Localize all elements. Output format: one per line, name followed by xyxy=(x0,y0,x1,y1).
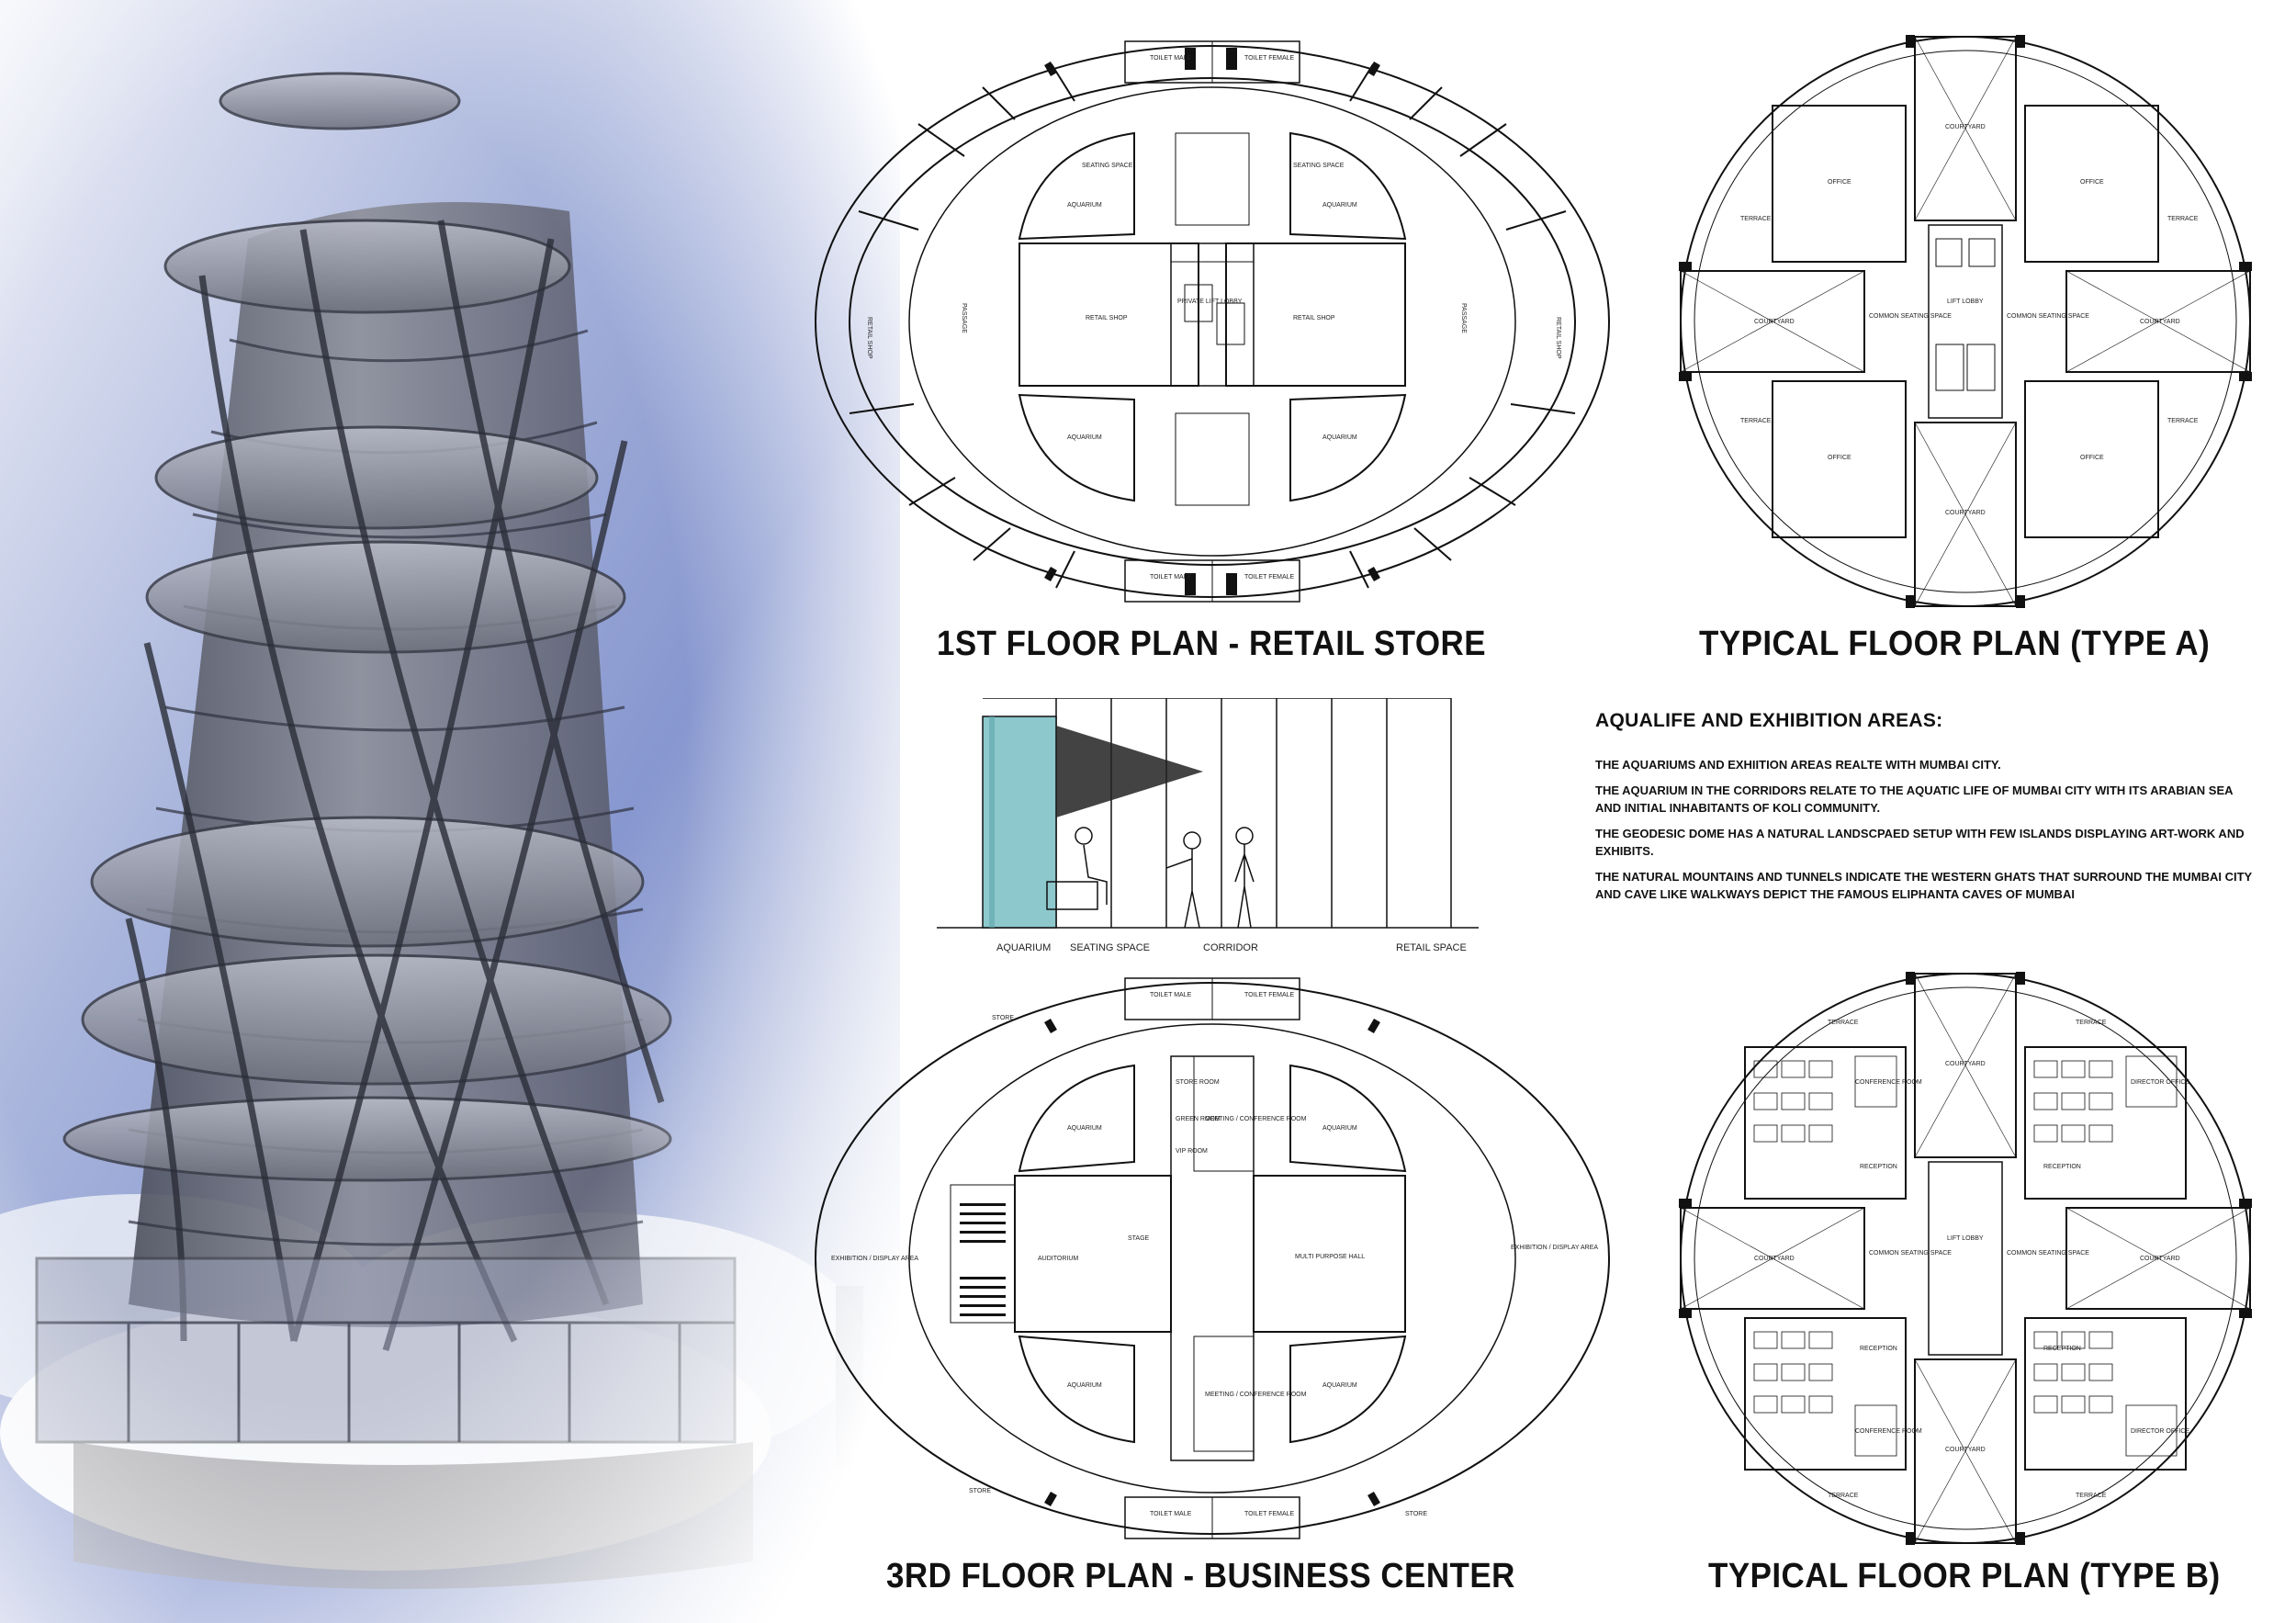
label-reception-se: RECEPTION xyxy=(2043,1346,2081,1352)
plan-type-a-drawing: OFFICE OFFICE OFFICE OFFICE COURTYARD CO… xyxy=(1679,35,2252,608)
label-retail-shop-right: RETAIL SHOP xyxy=(1293,315,1335,321)
label-courtyard-n-b: COURTYARD xyxy=(1945,1061,1986,1067)
label-lift-lobby: PRIVATE LIFT LOBBY xyxy=(1177,299,1243,305)
label-terrace-s-b: TERRACE xyxy=(1828,1493,1859,1499)
label-lift-lobby-b: LIFT LOBBY xyxy=(1947,1235,1984,1242)
info-paragraph-2: THE AQUARIUM IN THE CORRIDORS RELATE TO … xyxy=(1595,783,2234,815)
aquarium-tank xyxy=(982,716,1057,929)
label-retail-east: RETAIL SHOP xyxy=(1555,317,1561,359)
info-block: AQUALIFE AND EXHIBITION AREAS: THE AQUAR… xyxy=(1595,710,2257,911)
label-store-se: STORE xyxy=(1405,1511,1427,1517)
section-label-seating: SEATING SPACE xyxy=(1070,942,1150,953)
label-conference-sw: CONFERENCE ROOM xyxy=(1855,1428,1922,1435)
info-paragraph-4: THE NATURAL MOUNTAINS AND TUNNELS INDICA… xyxy=(1595,870,2252,901)
label-store-nw: STORE xyxy=(992,1015,1014,1021)
label-seating-tl: SEATING SPACE xyxy=(1082,163,1133,169)
label-store-sw: STORE xyxy=(969,1488,991,1494)
label-retail-west: RETAIL SHOP xyxy=(866,317,872,359)
label-meeting-top: MEETING / CONFERENCE ROOM xyxy=(1205,1116,1307,1122)
label-terrace-se: TERRACE xyxy=(2167,418,2199,424)
label-toilet-male-3: TOILET MALE xyxy=(1150,992,1192,998)
label-terrace-nw: TERRACE xyxy=(1740,216,1772,222)
section-label-retail: RETAIL SPACE xyxy=(1396,942,1467,953)
label-multipurpose: MULTI PURPOSE HALL xyxy=(1295,1254,1365,1260)
title-plan-1: 1ST FLOOR PLAN - RETAIL STORE xyxy=(937,625,1486,663)
label-aquarium-tr-3: AQUARIUM xyxy=(1322,1125,1357,1132)
label-vip-room: VIP ROOM xyxy=(1176,1148,1208,1155)
label-director-se: DIRECTOR OFFICE xyxy=(2131,1428,2189,1435)
label-meeting-bottom: MEETING / CONFERENCE ROOM xyxy=(1205,1392,1307,1398)
plan-type-b-drawing: COURTYARD COURTYARD COURTYARD COURTYARD … xyxy=(1679,972,2252,1545)
label-director-ne: DIRECTOR OFFICE xyxy=(2131,1079,2189,1086)
title-plan-4: TYPICAL FLOOR PLAN (TYPE B) xyxy=(1708,1557,2221,1595)
label-auditorium: AUDITORIUM xyxy=(1038,1256,1078,1262)
section-label-aquarium: AQUARIUM xyxy=(996,942,1051,953)
section-drawing: AQUARIUM SEATING SPACE CORRIDOR RETAIL S… xyxy=(937,697,1479,953)
tower-rendering xyxy=(0,0,900,1623)
label-toilet-male-top: TOILET MALE xyxy=(1150,55,1192,62)
label-common-seating-w-b: COMMON SEATING SPACE xyxy=(1869,1250,1952,1257)
title-plan-3: 3RD FLOOR PLAN - BUSINESS CENTER xyxy=(886,1557,1515,1595)
label-toilet-male-3b: TOILET MALE xyxy=(1150,1511,1192,1517)
info-heading: AQUALIFE AND EXHIBITION AREAS: xyxy=(1595,710,1943,731)
label-terrace-n-b: TERRACE xyxy=(1828,1020,1859,1026)
label-terrace-se-b: TERRACE xyxy=(2076,1493,2107,1499)
label-aquarium-tl: AQUARIUM xyxy=(1067,202,1102,209)
title-plan-2: TYPICAL FLOOR PLAN (TYPE A) xyxy=(1699,625,2211,663)
label-lift-lobby-a: LIFT LOBBY xyxy=(1947,299,1984,305)
label-terrace-ne: TERRACE xyxy=(2167,216,2199,222)
label-courtyard-e: COURTYARD xyxy=(2140,319,2180,325)
label-office-br: OFFICE xyxy=(2080,455,2104,461)
label-aquarium-bl-3: AQUARIUM xyxy=(1067,1382,1102,1389)
label-aquarium-br: AQUARIUM xyxy=(1322,434,1357,441)
label-passage-east: PASSAGE xyxy=(1460,303,1467,333)
label-toilet-female-bottom: TOILET FEMALE xyxy=(1244,574,1295,580)
label-common-seating-e-b: COMMON SEATING SPACE xyxy=(2007,1250,2089,1257)
section-label-corridor: CORRIDOR xyxy=(1203,942,1258,953)
label-office-tl: OFFICE xyxy=(1828,179,1851,186)
label-seating-tr: SEATING SPACE xyxy=(1293,163,1345,169)
label-courtyard-s: COURTYARD xyxy=(1945,510,1986,516)
label-aquarium-br-3: AQUARIUM xyxy=(1322,1382,1357,1389)
label-toilet-male-bottom: TOILET MALE xyxy=(1150,574,1192,580)
label-reception-sw: RECEPTION xyxy=(1860,1346,1897,1352)
label-toilet-female-top: TOILET FEMALE xyxy=(1244,55,1295,62)
label-stage: STAGE xyxy=(1128,1235,1150,1242)
label-retail-shop-left: RETAIL SHOP xyxy=(1086,315,1128,321)
label-courtyard-w-b: COURTYARD xyxy=(1754,1256,1795,1262)
plan-business-drawing: EXHIBITION / DISPLAY AREA EXHIBITION / D… xyxy=(815,977,1610,1539)
label-store-room: STORE ROOM xyxy=(1176,1079,1220,1086)
label-courtyard-s-b: COURTYARD xyxy=(1945,1447,1986,1453)
label-terrace-ne-b: TERRACE xyxy=(2076,1020,2107,1026)
plan-type-b: COURTYARD COURTYARD COURTYARD COURTYARD … xyxy=(1671,964,2259,1552)
label-exhibition-east: EXHIBITION / DISPLAY AREA xyxy=(1511,1245,1598,1251)
section-diagram: AQUARIUM SEATING SPACE CORRIDOR RETAIL S… xyxy=(937,697,1479,955)
info-paragraph-1: THE AQUARIUMS AND EXHIITION AREAS REALTE… xyxy=(1595,758,2001,772)
label-common-seating-e: COMMON SEATING SPACE xyxy=(2007,313,2089,320)
label-office-bl: OFFICE xyxy=(1828,455,1851,461)
label-exhibition-west: EXHIBITION / DISPLAY AREA xyxy=(831,1256,918,1262)
label-toilet-female-3: TOILET FEMALE xyxy=(1244,992,1295,998)
label-reception-nw: RECEPTION xyxy=(1860,1164,1897,1170)
label-common-seating-w: COMMON SEATING SPACE xyxy=(1869,313,1952,320)
label-conference-nw: CONFERENCE ROOM xyxy=(1855,1079,1922,1086)
label-terrace-sw: TERRACE xyxy=(1740,418,1772,424)
plan-retail: RETAIL SHOP RETAIL SHOP AQUARIUM AQUARIU… xyxy=(808,28,1616,615)
plan-type-a: OFFICE OFFICE OFFICE OFFICE COURTYARD CO… xyxy=(1671,28,2259,615)
label-aquarium-bl: AQUARIUM xyxy=(1067,434,1102,441)
label-courtyard-n: COURTYARD xyxy=(1945,124,1986,130)
plan-retail-drawing: RETAIL SHOP RETAIL SHOP AQUARIUM AQUARIU… xyxy=(815,40,1610,603)
label-toilet-female-3b: TOILET FEMALE xyxy=(1244,1511,1295,1517)
label-passage-west: PASSAGE xyxy=(961,303,967,333)
info-paragraph-3: THE GEODESIC DOME HAS A NATURAL LANDSCPA… xyxy=(1595,827,2245,858)
label-courtyard-w: COURTYARD xyxy=(1754,319,1795,325)
plan-business-center: EXHIBITION / DISPLAY AREA EXHIBITION / D… xyxy=(808,964,1616,1552)
label-aquarium-tl-3: AQUARIUM xyxy=(1067,1125,1102,1132)
label-courtyard-e-b: COURTYARD xyxy=(2140,1256,2180,1262)
label-reception-ne: RECEPTION xyxy=(2043,1164,2081,1170)
label-green-room: GREEN ROOM xyxy=(1176,1116,1221,1122)
label-office-tr: OFFICE xyxy=(2080,179,2104,186)
label-aquarium-tr: AQUARIUM xyxy=(1322,202,1357,209)
